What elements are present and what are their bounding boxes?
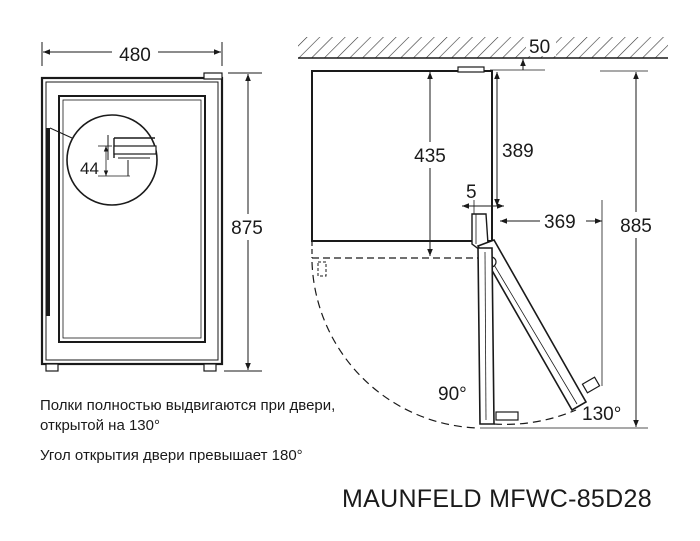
clearance-label: 369 xyxy=(544,212,576,233)
glass-panel xyxy=(58,95,206,343)
swing-arc-outer xyxy=(493,409,577,425)
gap-label: 50 xyxy=(529,37,550,58)
hinge-gap-label: 5 xyxy=(466,182,477,203)
top-vent xyxy=(457,66,485,73)
glass-panel-inner xyxy=(62,99,202,339)
door-closed-handle xyxy=(317,261,327,277)
cabinet-outline xyxy=(40,76,224,366)
offset-label: 389 xyxy=(502,141,534,162)
note-shelves-line2: открытой на 130° xyxy=(40,417,160,434)
door-open-90 xyxy=(477,247,519,425)
width-label: 480 xyxy=(119,45,151,66)
door-open-130 xyxy=(476,239,601,412)
angle-130-label: 130° xyxy=(582,404,621,425)
swing-arc-130 xyxy=(311,261,479,429)
overall-label: 885 xyxy=(620,216,652,237)
wall-hatch xyxy=(298,36,668,58)
foot-left xyxy=(45,363,59,372)
cabinet-body xyxy=(311,70,493,242)
front-view: 480 44 875 xyxy=(40,42,268,372)
angle-90-label: 90° xyxy=(438,384,467,405)
foot-right xyxy=(203,363,217,372)
note-shelves-line1: Полки полностью выдвигаются при двери, xyxy=(40,397,336,414)
detail-leader xyxy=(49,127,73,139)
height-label: 875 xyxy=(231,218,263,239)
depth-label: 435 xyxy=(414,146,446,167)
detail-label: 44 xyxy=(80,159,99,178)
detail-contents xyxy=(98,135,157,177)
top-hinge-cap xyxy=(203,72,223,80)
note-door-angle: Угол открытия двери превышает 180° xyxy=(40,447,303,464)
model-name: MAUNFELD MFWC-85D28 xyxy=(342,485,652,513)
side-view: 50 435 389 5 369 885 xyxy=(298,36,668,429)
door-handle xyxy=(46,128,50,316)
